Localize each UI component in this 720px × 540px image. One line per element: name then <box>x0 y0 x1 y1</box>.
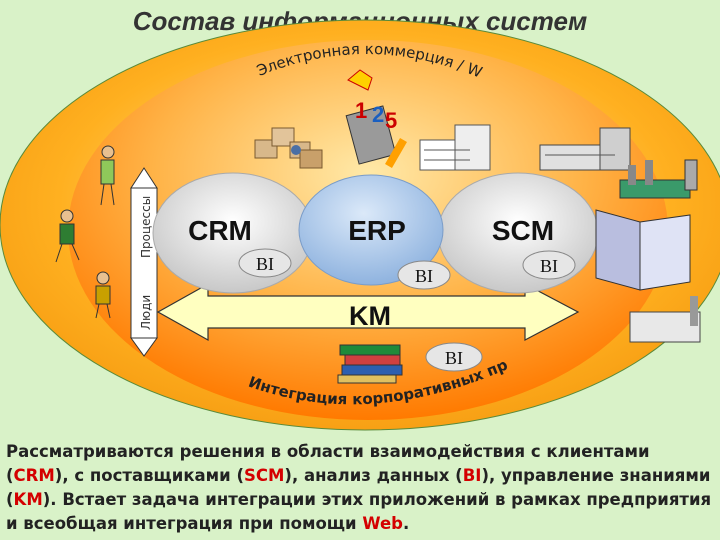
caption-text: Рассматриваются решения в области взаимо… <box>6 442 650 485</box>
svg-text:BI: BI <box>445 348 463 368</box>
crm-label: CRM <box>188 215 252 246</box>
person-icon <box>55 209 80 263</box>
caption-km: KM <box>13 490 43 509</box>
processes-label: Процессы <box>139 196 153 258</box>
person-icon <box>100 145 115 206</box>
caption-text: ), управление знаниями ( <box>6 466 711 509</box>
caption-text: ), анализ данных ( <box>284 466 463 485</box>
svg-text:BI: BI <box>415 266 433 286</box>
boxes-icon <box>254 127 323 169</box>
industrial-building-icon <box>629 296 701 343</box>
person-icon <box>95 271 111 319</box>
description-paragraph: Рассматриваются решения в области взаимо… <box>6 440 716 536</box>
calculator-icon: 1 2 5 <box>345 69 407 168</box>
caption-text: ), с поставщиками ( <box>54 466 244 485</box>
caption-text: . <box>402 514 410 533</box>
bi-tag-erp: BI <box>397 260 451 290</box>
caption-scm: SCM <box>243 466 285 485</box>
books-icon <box>337 344 403 384</box>
scm-label: SCM <box>492 215 554 246</box>
caption-crm: CRM <box>13 466 55 485</box>
factory-icon <box>539 127 631 171</box>
warehouse-icon <box>419 124 491 171</box>
svg-text:1: 1 <box>355 98 367 123</box>
office-building-icon <box>595 209 691 291</box>
bi-tag-scm: BI <box>522 250 576 280</box>
bi-tag-km: BI <box>425 342 483 372</box>
erp-label: ERP <box>348 215 406 246</box>
caption-text: ). Встает задача интеграции этих приложе… <box>6 490 712 533</box>
caption-bi: BI <box>462 466 482 485</box>
km-label: KM <box>349 301 391 331</box>
bi-tag-crm: BI <box>238 248 292 278</box>
power-plant-icon <box>619 159 698 199</box>
km-arrow <box>156 282 580 342</box>
svg-text:BI: BI <box>256 254 274 274</box>
people-label: Люди <box>139 295 153 330</box>
svg-text:2: 2 <box>372 102 384 127</box>
caption-web: Web <box>362 514 403 533</box>
svg-text:5: 5 <box>385 108 397 133</box>
erp-circle <box>298 174 444 286</box>
svg-text:BI: BI <box>540 256 558 276</box>
vertical-axis-arrow <box>130 167 158 357</box>
